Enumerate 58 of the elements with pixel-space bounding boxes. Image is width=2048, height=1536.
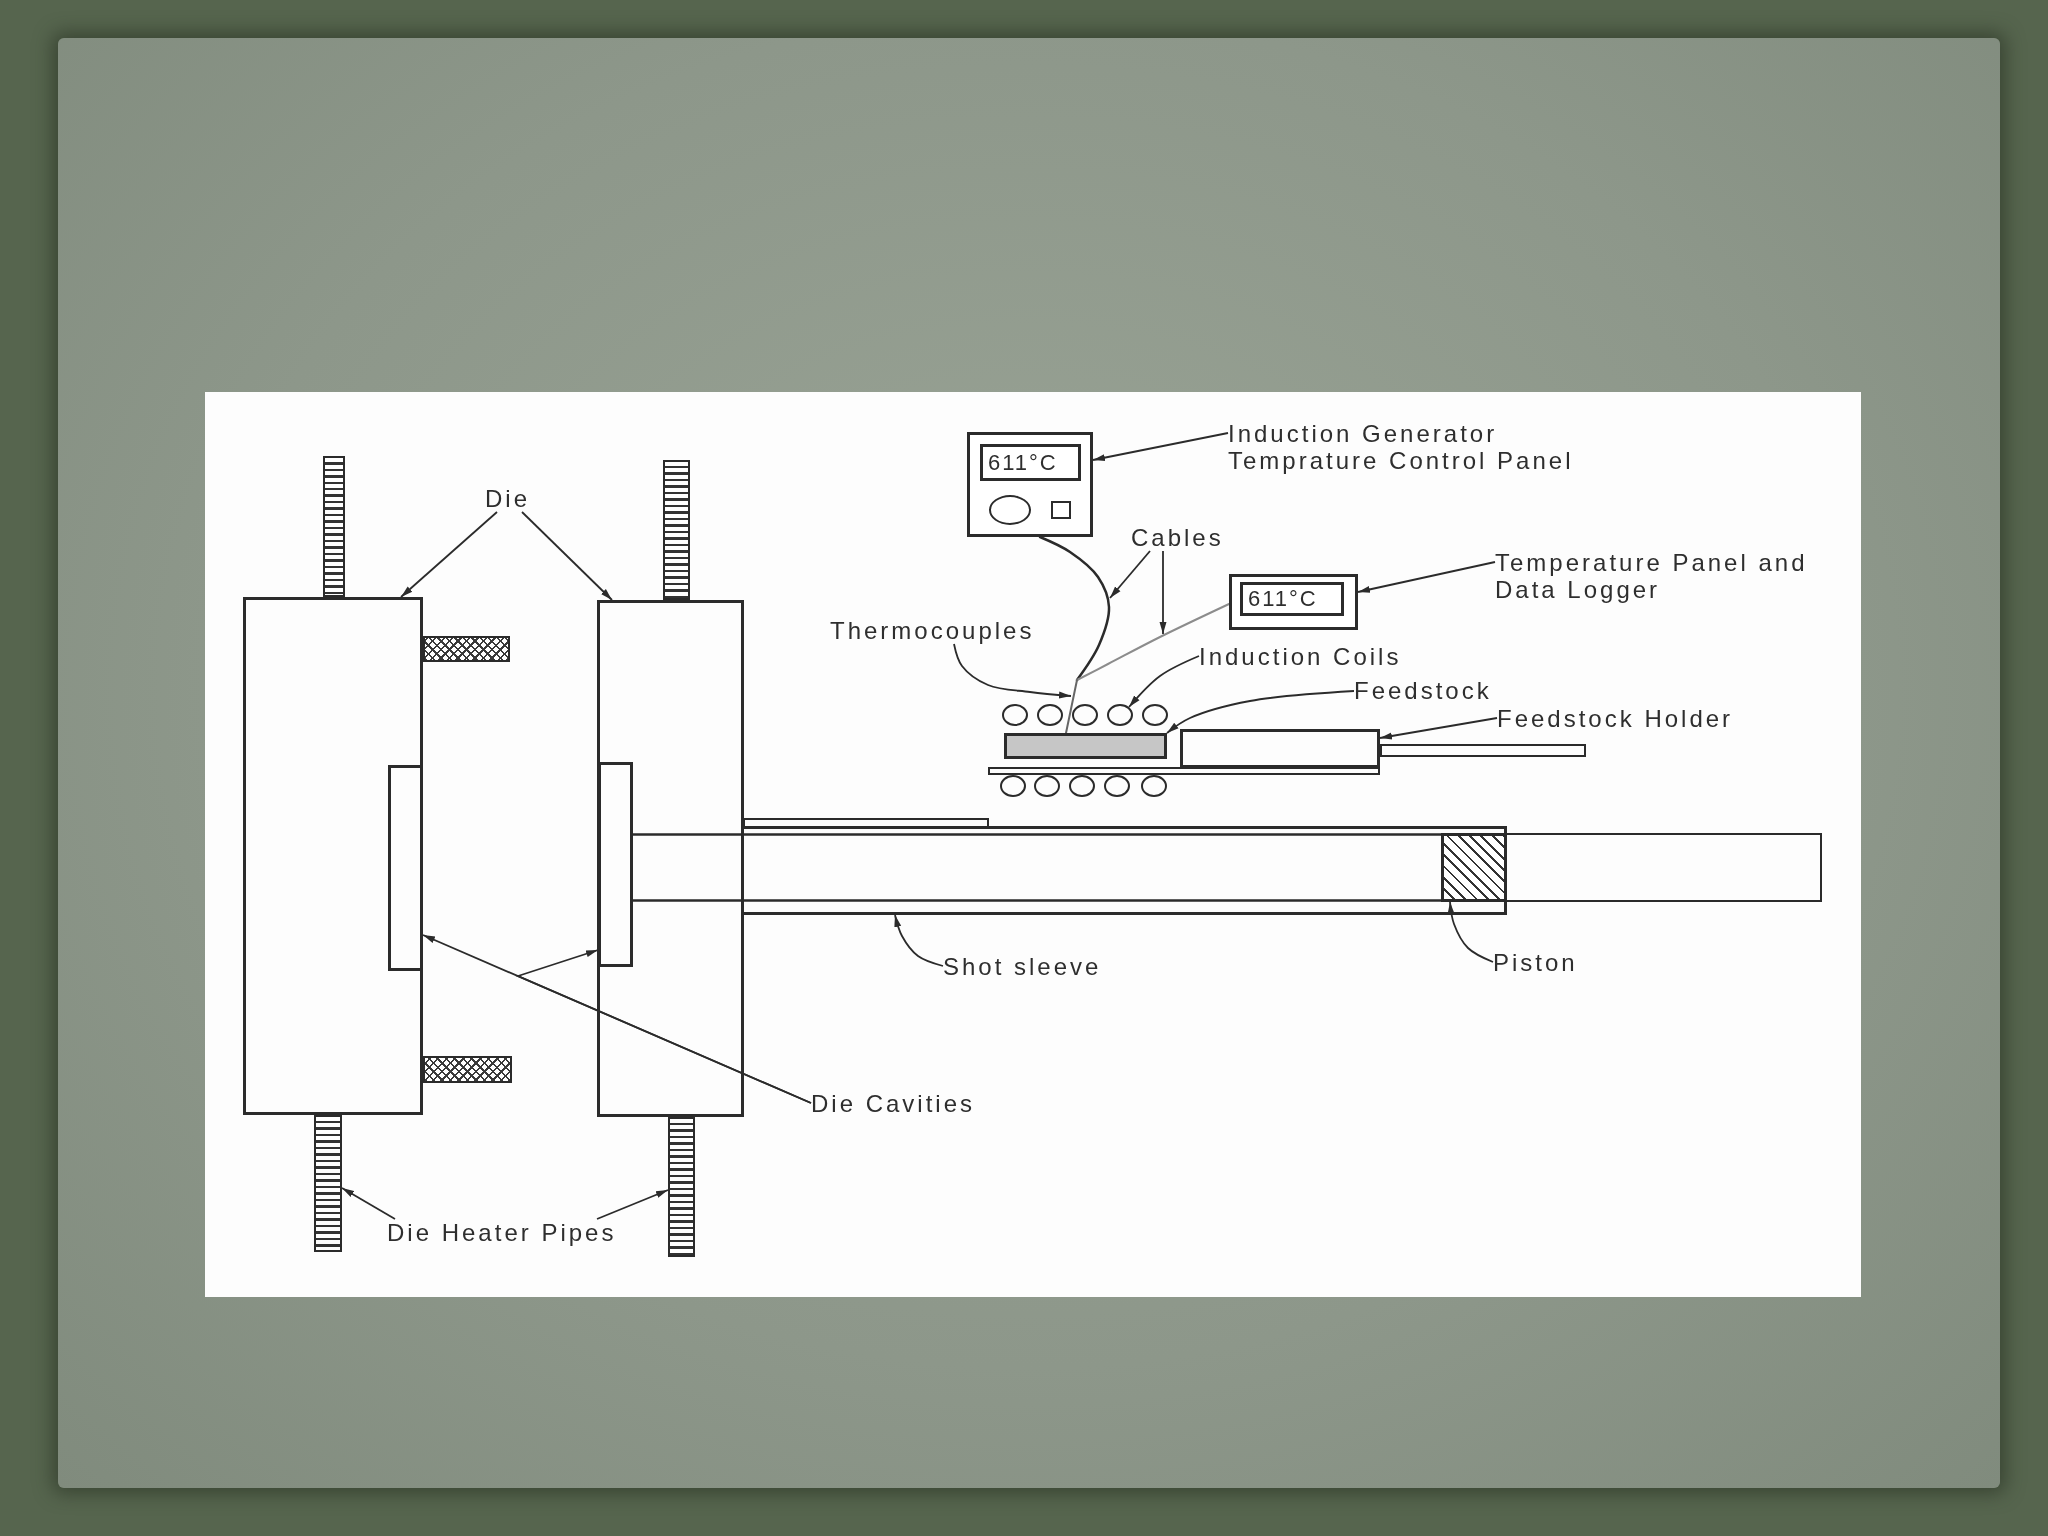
leader-line [521,511,613,601]
part-label: Feedstock [1354,677,1492,704]
leader-line [1166,690,1355,734]
induction-coil [1142,704,1168,726]
hatched-block [423,636,510,662]
part-label: Induction Coils [1199,643,1402,670]
leader-line [341,1187,396,1220]
leader-line [515,949,812,1104]
temperature-display: 611°C [1240,582,1344,616]
induction-coil [1037,704,1063,726]
control-panel [967,432,1093,537]
heater-pipe [668,1117,695,1257]
part-label: Thermocouples [830,617,1035,644]
part-label: Induction Generator Temprature Control Panel [1228,420,1608,474]
part-label: Shot sleeve [943,953,1102,980]
part-label: Temperature Panel and Data Logger [1495,549,1835,603]
leader-line [1128,655,1200,708]
part-label: Feedstock Holder [1497,705,1734,732]
leader-line [894,914,944,967]
part-label: Cables [1131,524,1224,551]
leader-line [596,1189,669,1220]
induction-coil [1104,775,1130,797]
hatched-block [423,1056,512,1083]
leader-line [1379,717,1498,740]
part-label: Die [485,485,530,512]
induction-coil [1000,775,1026,797]
leader-line [400,511,498,598]
leader-line [1159,550,1167,635]
induction-coil [1069,775,1095,797]
induction-coil [1034,775,1060,797]
temperature-display: 611°C [980,444,1081,481]
base-plate [988,767,1380,775]
die-block [243,597,423,1115]
heater-pipe [314,1115,342,1252]
leader-line [953,643,1072,699]
die-block [597,600,744,1117]
die-cavity [598,762,633,967]
part-label: Die Cavities [811,1090,976,1117]
heater-pipe [663,460,690,600]
induction-coil [1141,775,1167,797]
sleeve-slot [743,818,989,828]
induction-coil [1107,704,1133,726]
feedstock-holder [1180,729,1380,768]
induction-coil [1002,704,1028,726]
part-label: Piston [1493,949,1578,976]
holder-rod [1380,744,1586,757]
shot-sleeve [633,826,1507,915]
die-cavity [388,765,423,971]
induction-coil [1072,704,1098,726]
feedstock-block [1004,733,1167,759]
piston-rod [1507,833,1822,902]
part-label: Die Heater Pipes [387,1219,617,1246]
leader-line [1447,901,1494,963]
leader-line [1109,550,1151,599]
leader-line [1357,561,1496,593]
leader-line [1092,432,1229,462]
display-panel [1229,574,1358,630]
heater-pipe [323,456,345,597]
